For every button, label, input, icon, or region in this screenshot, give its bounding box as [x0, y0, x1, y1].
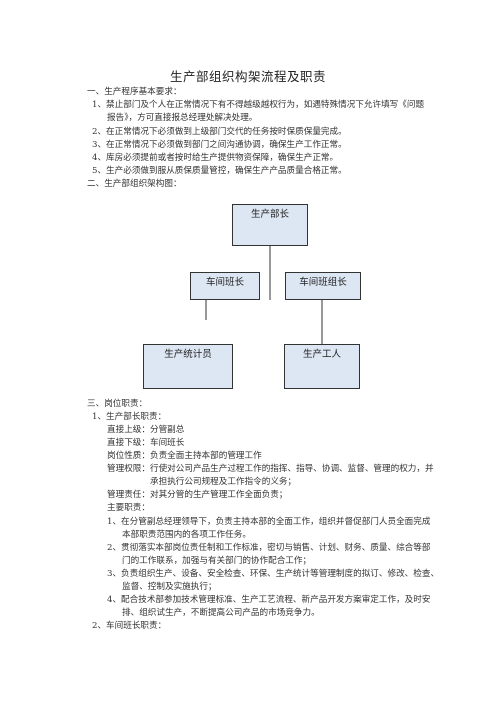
org-box-statistician: 生产统计员 — [143, 344, 233, 389]
section-heading-3: 三、岗位职责： — [87, 399, 148, 409]
requirement-1: 1、禁止部门及个人在正常情况下有不得越级越权行为，如遇特殊情况下允许填写《问题 — [92, 100, 425, 110]
main-duties-label: 主要职责： — [107, 503, 150, 513]
duty-4-cont: 排、组织试生产，不断提高公司产品的市场竞争力。 — [122, 608, 320, 618]
org-box-workshop-leader: 车间班长 — [190, 272, 260, 300]
duty-3: 3、负责组织生产、设备、安全检查、环保、生产统计等管理制度的拟订、修改、检查、 — [107, 569, 440, 579]
requirement-4: 4、库房必须提前或者按时给生产提供物资保障，确保生产正常。 — [92, 153, 339, 163]
org-box-production-manager: 生产部长 — [232, 204, 308, 246]
org-label-team-leader: 车间班组长 — [299, 277, 347, 288]
org-label-workshop-leader: 车间班长 — [205, 277, 244, 288]
management-authority-cont: 承担执行公司规程及工作指令的义务； — [150, 477, 297, 487]
requirement-3: 3、在正常情况下必须做到部门之间沟通协调，确保生产工作正常。 — [92, 140, 347, 150]
section-heading-2: 二、生产部组织架构图： — [87, 179, 182, 189]
management-responsibility: 管理责任：对其分管的生产管理工作全面负责； — [107, 490, 288, 500]
duty-2: 2、贯彻落实本部岗位责任制和工作标准，密切与销售、计划、财务、质量、综合等部 — [107, 543, 431, 553]
duty-4: 4、配合技术部参加技术管理标准、生产工艺流程、新产品开发方案审定工作，及时安 — [107, 595, 431, 605]
section-heading-1: 一、生产程序基本要求： — [87, 87, 182, 97]
requirement-5: 5、生产必须做到服从质保质量管控，确保生产产品质量合格正常。 — [92, 166, 347, 176]
duty-2-cont: 门的工作联系，加强与有关部门的协作配合工作； — [122, 556, 312, 566]
org-label-workers: 生产工人 — [302, 349, 341, 360]
requirement-1-cont: 报告》，方可直接报总经理处解决处理。 — [107, 113, 258, 123]
position-nature: 岗位性质：负责全面主持本部的管理工作 — [107, 451, 262, 461]
duty-1-cont: 本部职责范围内的各项工作任务。 — [122, 530, 251, 540]
duty-3-cont: 监督、控制及实施执行； — [122, 582, 217, 592]
direct-superior: 直接上级：分管副总 — [107, 425, 185, 435]
direct-subordinate: 直接下级：车间班长 — [107, 438, 185, 448]
org-box-workers: 生产工人 — [284, 344, 360, 389]
duty-1: 1、在分管副总经理领导下，负责主持本部的全面工作，组织并督促部门人员全面完成 — [107, 517, 431, 527]
management-authority: 管理权限：行使对公司产品生产过程工作的指挥、指导、协调、监督、管理的权力，并 — [107, 464, 434, 474]
org-box-team-leader: 车间班组长 — [285, 272, 361, 300]
org-label-statistician: 生产统计员 — [164, 349, 212, 360]
requirement-2: 2、在正常情况下必须做到上级部门交代的任务按时保质保量完成。 — [92, 127, 347, 137]
role-1-heading: 1、生产部长职责： — [92, 412, 167, 422]
role-2-heading: 2、车间班长职责： — [92, 621, 167, 631]
document-title: 生产部组织构架流程及职责 — [169, 69, 326, 84]
org-label-production-manager: 生产部长 — [250, 209, 289, 220]
